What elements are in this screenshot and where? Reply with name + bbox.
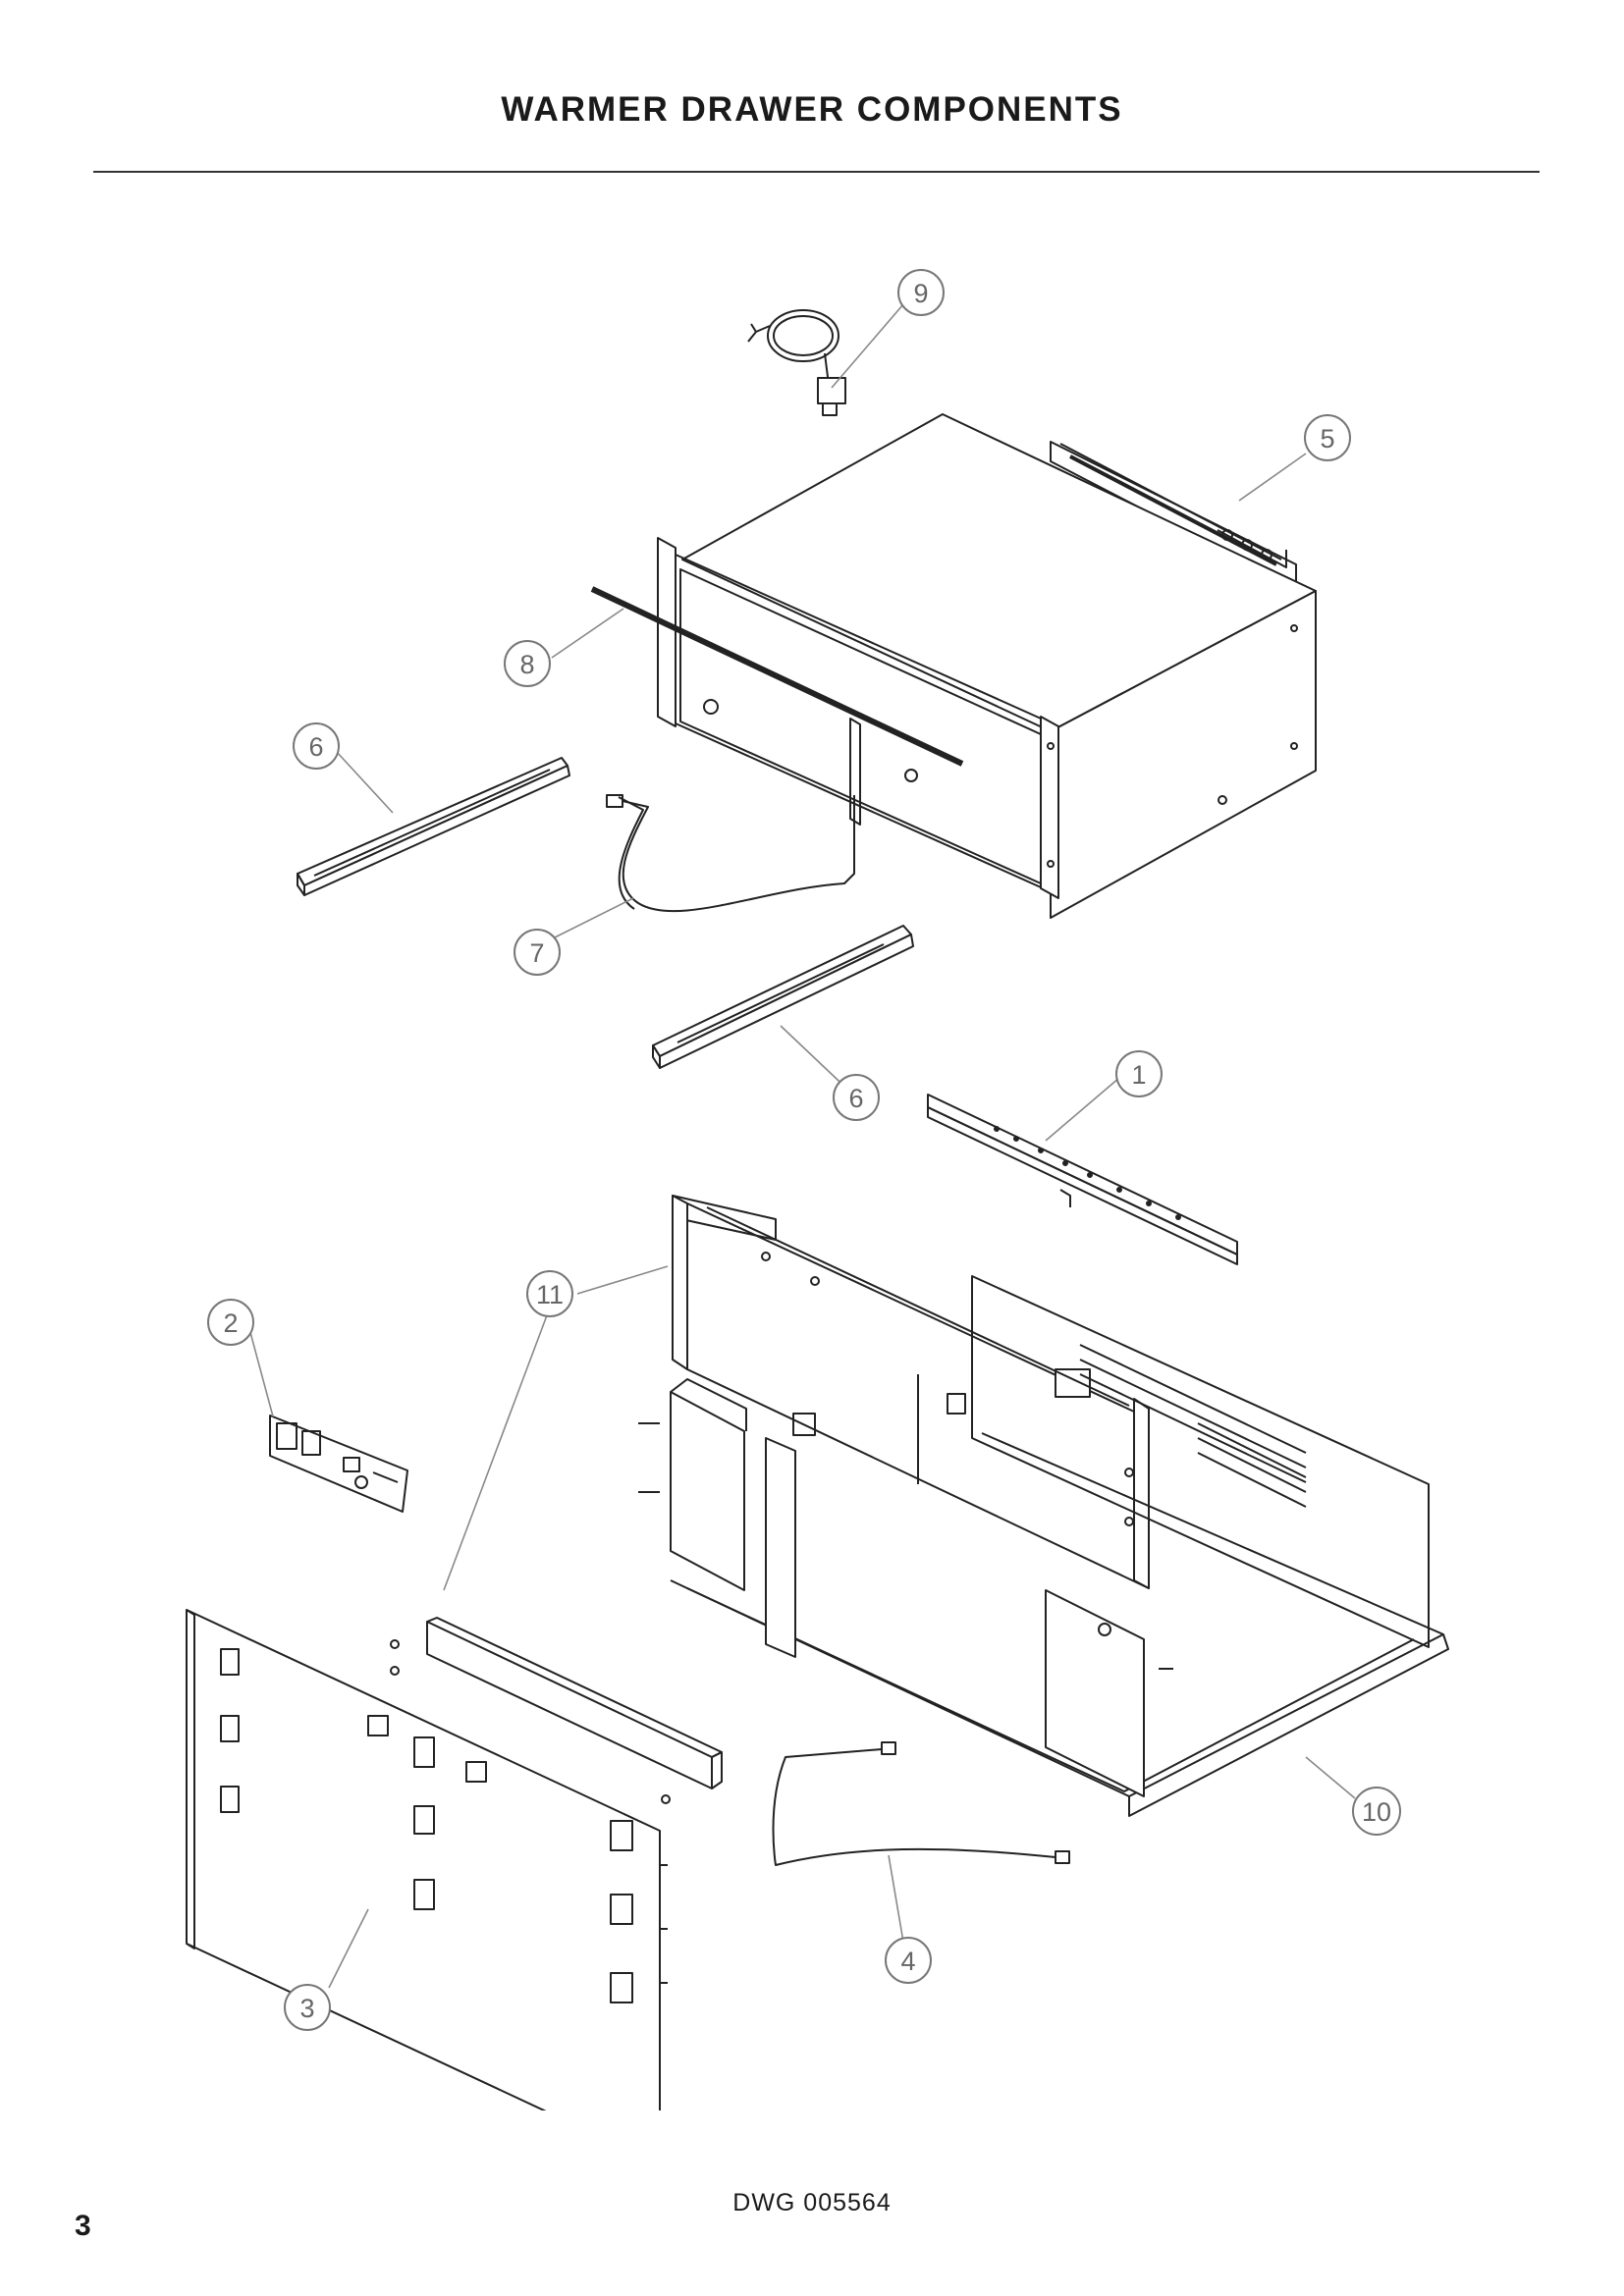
callout-8: 8 <box>504 640 551 687</box>
lower-wire-harness-part <box>772 1741 1070 1866</box>
callout-2: 2 <box>207 1299 254 1346</box>
kickplate-strip-part <box>390 1617 723 1804</box>
callout-4: 4 <box>885 1937 932 1984</box>
page-title: WARMER DRAWER COMPONENTS <box>501 90 1123 129</box>
callouts: 9 5 8 6 7 6 1 11 <box>207 269 1401 2031</box>
title-divider <box>93 171 1540 173</box>
svg-text:4: 4 <box>900 1947 915 1976</box>
svg-text:1: 1 <box>1131 1060 1146 1090</box>
drawing-number: DWG 005564 <box>732 2189 892 2216</box>
svg-text:11: 11 <box>536 1280 564 1309</box>
callout-1: 1 <box>1115 1050 1163 1097</box>
svg-text:6: 6 <box>308 732 323 762</box>
callout-6b: 6 <box>833 1074 880 1121</box>
svg-text:9: 9 <box>913 279 928 308</box>
outer-cabinet-part <box>657 413 1317 919</box>
svg-text:10: 10 <box>1362 1797 1391 1827</box>
callout-6a: 6 <box>293 722 340 770</box>
callout-9: 9 <box>897 269 945 316</box>
callout-5: 5 <box>1304 414 1351 461</box>
control-panel-strip-part <box>927 1094 1238 1265</box>
slide-rail-right-part <box>652 925 914 1069</box>
door-panel-part <box>186 1609 668 2110</box>
svg-text:5: 5 <box>1320 424 1334 454</box>
seal-strip-part <box>590 586 964 767</box>
callout-7: 7 <box>514 929 561 976</box>
callout-3: 3 <box>284 1984 331 2031</box>
circuit-board-part <box>269 1415 408 1513</box>
svg-text:6: 6 <box>848 1084 863 1113</box>
callout-11: 11 <box>526 1270 573 1317</box>
wire-harness-part <box>606 794 855 913</box>
chassis-tray-part <box>638 1275 1449 1817</box>
leader-lines <box>247 303 1356 1989</box>
svg-text:8: 8 <box>519 650 534 679</box>
front-bracket-part <box>672 1195 1150 1589</box>
svg-text:2: 2 <box>223 1308 238 1338</box>
svg-text:7: 7 <box>529 938 544 968</box>
page-number: 3 <box>75 2210 91 2242</box>
power-cord-part <box>747 309 846 416</box>
slide-rail-left-part <box>297 757 570 896</box>
exploded-parts-diagram: 9 5 8 6 7 6 1 11 <box>0 196 1624 2110</box>
svg-text:3: 3 <box>299 1994 314 2023</box>
callout-10: 10 <box>1352 1787 1401 1836</box>
